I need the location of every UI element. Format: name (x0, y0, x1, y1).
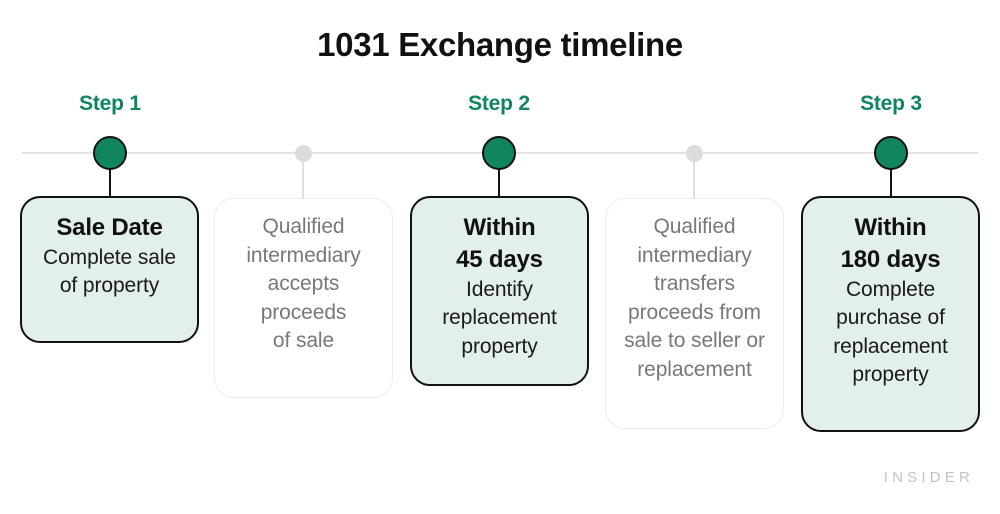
marker-step-2[interactable] (482, 136, 516, 170)
insider-watermark: INSIDER (883, 469, 974, 486)
marker-intermediary-1[interactable] (294, 145, 312, 162)
marker-step-3[interactable] (874, 136, 908, 170)
marker-intermediary-2[interactable] (685, 145, 703, 162)
card-body: Complete purchase of replacement propert… (833, 277, 948, 387)
card-body: Identify replacement property (442, 277, 557, 358)
connector-stem-4 (693, 153, 695, 198)
connector-stem-3 (498, 153, 500, 196)
connector-stem-1 (109, 153, 111, 196)
page-title: 1031 Exchange timeline (317, 26, 683, 63)
marker-step-1[interactable] (93, 136, 127, 170)
connector-stem-2 (302, 153, 304, 198)
card-qualified-intermediary-accepts[interactable]: Qualified intermediary accepts proceeds … (214, 198, 393, 398)
card-heading: Within 45 days (456, 214, 543, 273)
card-heading: Sale Date (56, 214, 163, 241)
card-body: Complete sale of property (43, 245, 176, 298)
step-label-1: Step 1 (79, 92, 141, 115)
card-heading: Within 180 days (840, 214, 941, 273)
card-qualified-intermediary-transfers[interactable]: Qualified intermediary transfers proceed… (605, 198, 784, 429)
step-label-3: Step 3 (860, 92, 922, 115)
connector-stem-5 (890, 153, 892, 196)
card-body: Qualified intermediary accepts proceeds … (246, 215, 361, 353)
step-label-2: Step 2 (468, 92, 530, 115)
card-body: Qualified intermediary transfers proceed… (624, 215, 765, 381)
